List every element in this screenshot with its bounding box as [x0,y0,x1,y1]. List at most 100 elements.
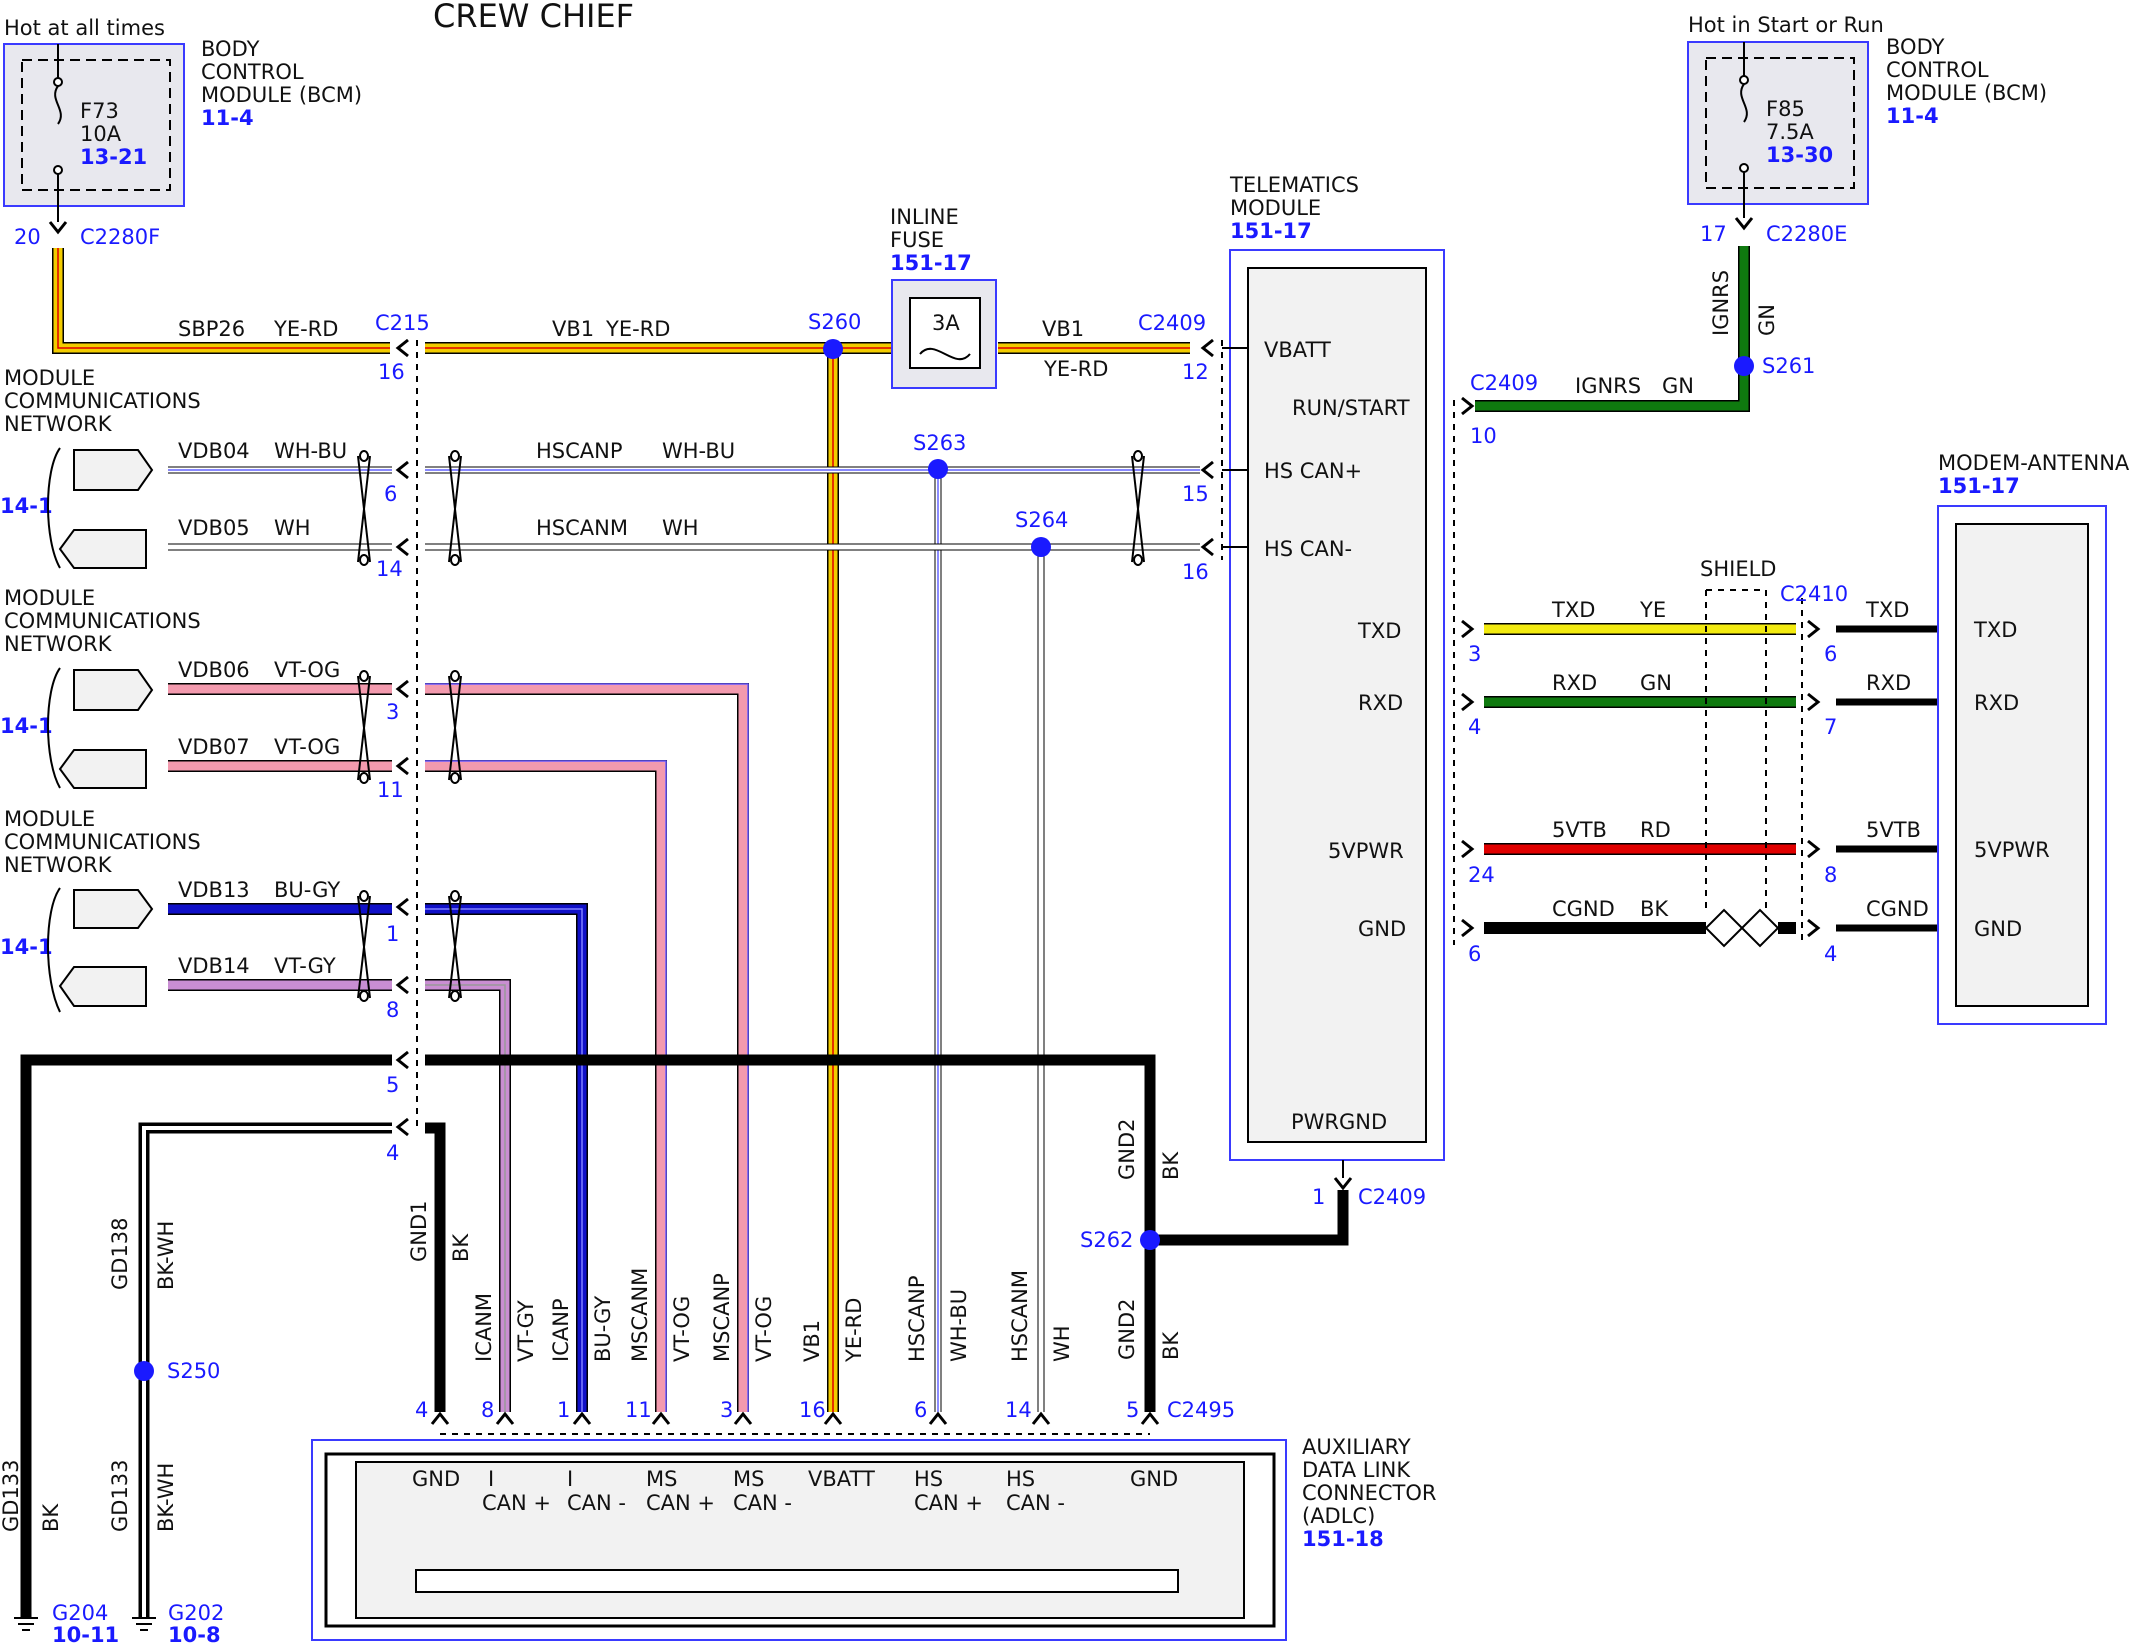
wire-gnd2b-circuit: GND2 [1115,1298,1139,1360]
inline-fuse-name-1: INLINE [890,205,959,229]
adlc-pin-4: 4 [415,1398,428,1422]
adlc-wire-gnd1-color: BK [449,1233,473,1262]
c215-pin-11: 11 [377,778,404,802]
wire-ignrs-b-color: GN [1662,374,1694,398]
telematics-name-2: MODULE [1230,196,1321,220]
c215-pin-16: 16 [378,360,405,384]
bcm-right-supply: Hot in Start or Run [1688,13,1884,37]
bcm-right-fuse-rating: 7.5A [1766,120,1814,144]
adlc-pinname-mscan-plus-2: CAN + [646,1491,715,1515]
wire-txd-out: TXD [1865,598,1909,622]
adlc-pin-names: GND I CAN + I CAN - MS CAN + MS CAN - VB… [412,1467,1178,1515]
ground-wires [20,1054,1349,1618]
bcm-right-fuse-ref: 13-30 [1766,143,1833,167]
adlc-pin-6: 6 [914,1398,927,1422]
modem-pin-5vpwr: 5VPWR [1974,838,2050,862]
wire-ignrs-color: GN [1755,304,1779,336]
adlc-wire-gnd1: GND1 [407,1200,431,1262]
wire-rxd-color: GN [1640,671,1672,695]
c2410-label: C2410 [1780,582,1848,606]
c2409-pin-24: 24 [1468,863,1495,887]
wire-vdb13-color: BU-GY [274,878,340,902]
adlc-connector: AUXILIARY DATA LINK CONNECTOR (ADLC) 151… [311,1398,1437,1641]
wire-vdb14-circuit: VDB14 [178,954,250,978]
telematics-pin-vbatt: VBATT [1264,338,1331,362]
c2410-pin-7: 7 [1824,715,1837,739]
c2409-pin-3: 3 [1468,642,1481,666]
modem-wires [1484,623,1958,948]
wire-txd-circuit: TXD [1551,598,1595,622]
telematics-name-1: TELEMATICS [1229,173,1359,197]
adlc-pin-8: 8 [481,1398,494,1422]
adlc-pinname-mscan-minus-1: MS [733,1467,764,1491]
wire-vdb14-color: VT-GY [274,954,336,978]
c215-pins: 16 6 14 3 11 1 8 5 4 [376,338,409,1165]
adlc-pin-16: 16 [799,1398,826,1422]
splice-s263 [928,459,948,479]
modem-pin-gnd: GND [1974,917,2022,941]
wire-gnd2a-circuit: GND2 [1115,1118,1139,1180]
adlc-name-2: DATA LINK [1302,1458,1411,1482]
wire-ignrs-circuit: IGNRS [1709,270,1733,336]
adlc-wire-hscanm-color: WH [1050,1325,1074,1362]
adlc-ref: 151-18 [1302,1527,1384,1551]
network-3-name-3: NETWORK [4,853,113,877]
adlc-pinname-gnd-2: GND [1130,1467,1178,1491]
ground-symbols [14,1617,156,1631]
ground-g202: G202 [168,1601,224,1625]
telematics-pin-hs-can-plus: HS CAN+ [1264,459,1362,483]
splice-s263-label: S263 [913,431,966,455]
adlc-pinname-vbatt: VBATT [808,1467,875,1491]
wire-vdb04-color: WH-BU [274,439,347,463]
adlc-wire-vb1: VB1 [800,1320,824,1362]
network-1-name-1: MODULE [4,366,95,390]
adlc-wire-mscanm: MSCANM [628,1268,652,1362]
telematics-pin-gnd: GND [1358,917,1406,941]
wire-hscanp [168,466,1200,1412]
bcm-left-pin: 20 [14,225,41,249]
telematics-module: TELEMATICS MODULE 151-17 VBATT RUN/START… [1229,173,1445,1161]
inline-fuse-rating: 3A [932,311,960,335]
bcm-right-name-3: MODULE (BCM) [1886,81,2047,105]
wire-rxd-out: RXD [1866,671,1911,695]
bcm-left-fuse-ref: 13-21 [80,145,147,169]
wire-gd133b-color: BK [39,1503,63,1532]
c215-pin-3: 3 [386,700,399,724]
inline-fuse: INLINE FUSE 151-17 3A [890,205,997,389]
adlc-wire-icanp-color: BU-GY [591,1296,615,1362]
adlc-pinname-mscan-plus-1: MS [646,1467,677,1491]
c2409-pin-4: 4 [1468,715,1481,739]
shield-label: SHIELD [1700,557,1776,581]
adlc-wire-icanm: ICANM [472,1293,496,1362]
network-1-name-3: NETWORK [4,412,113,436]
network-2-ref: 14-1 [0,714,53,738]
wire-gd133a-color: BK-WH [154,1463,178,1532]
wire-mscanp [168,683,749,1412]
wire-vdb07-color: VT-OG [274,735,340,759]
wire-vb1-color: YE-RD [605,317,670,341]
wire-txd-color: YE [1639,598,1666,622]
adlc-pinname-hscan-minus-1: HS [1006,1467,1035,1491]
adlc-name-1: AUXILIARY [1302,1435,1411,1459]
telematics-pin-rxd: RXD [1358,691,1403,715]
wire-rxd-circuit: RXD [1552,671,1597,695]
wire-mscanm [168,760,667,1412]
c2409-pin-6: 6 [1468,942,1481,966]
network-group-3: MODULE COMMUNICATIONS NETWORK 14-1 [0,807,201,1013]
twist-markers-2 [357,670,462,784]
adlc-pin-5: 5 [1126,1398,1139,1422]
twist-markers-3 [357,890,462,1002]
splice-s264-label: S264 [1015,508,1068,532]
wire-vdb06-color: VT-OG [274,658,340,682]
bcm-left-name-2: CONTROL [201,60,304,84]
network-group-1: MODULE COMMUNICATIONS NETWORK 14-1 [0,366,201,569]
bcm-right-ref: 11-4 [1886,104,1939,128]
wire-sbp26-color: YE-RD [273,317,338,341]
wire-vb1b-color: YE-RD [1043,357,1108,381]
wire-vdb07-circuit: VDB07 [178,735,250,759]
adlc-pin-11: 11 [625,1398,652,1422]
wire-gd138-color: BK-WH [154,1221,178,1290]
adlc-wire-hscanp: HSCANP [905,1275,929,1362]
wire-vb1-circuit: VB1 [552,317,594,341]
network-3-ref: 14-1 [0,935,53,959]
